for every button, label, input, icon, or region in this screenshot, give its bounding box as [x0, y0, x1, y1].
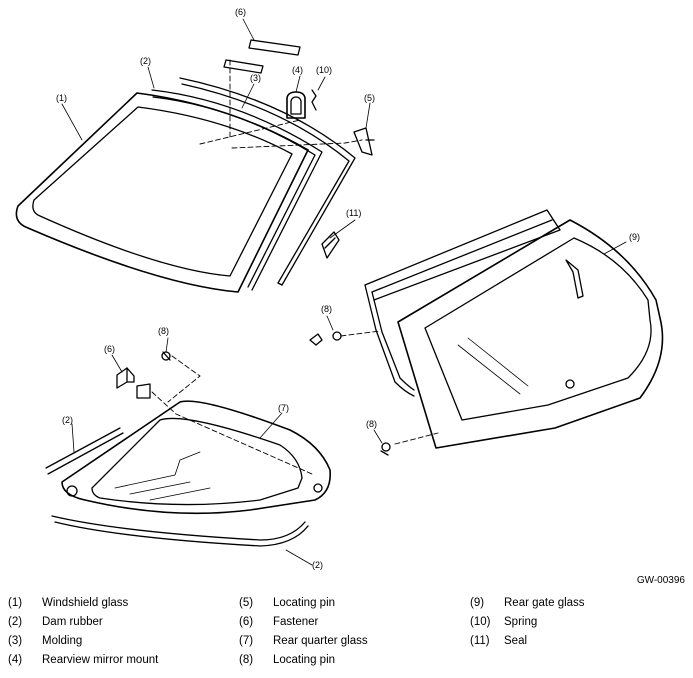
locating-pin-quarter	[161, 351, 171, 361]
legend-num: (5)	[239, 597, 254, 609]
legend-num: (2)	[8, 616, 23, 628]
callout-6-top: (6)	[235, 7, 246, 17]
molding-windshield	[179, 77, 356, 286]
legend-label: Locating pin	[273, 654, 336, 666]
legend-label: Rear quarter glass	[273, 635, 368, 647]
fastener-strips	[223, 39, 301, 74]
dam-rubber-windshield	[151, 89, 323, 291]
parts-diagram: (1) (2) (3) (4) (5) (6) (10) (11) (9) (8…	[15, 7, 664, 570]
rearview-mirror-mount	[286, 91, 306, 119]
legend-label: Spring	[504, 616, 538, 628]
figure-code: GW-00396	[636, 575, 685, 586]
locating-pin-rear-lower	[380, 442, 391, 456]
callout-3: (3)	[250, 73, 261, 83]
legend-item-7: (7) Rear quarter glass	[239, 635, 368, 647]
legend-num: (1)	[8, 597, 23, 609]
callout-9: (9)	[629, 232, 640, 242]
callout-7: (7)	[278, 403, 289, 413]
legend-item-10: (10) Spring	[470, 616, 537, 628]
locating-pin-windshield	[353, 127, 375, 156]
legend-num: (7)	[239, 635, 254, 647]
legend-item-11: (11) Seal	[470, 635, 527, 647]
legend-label: Dam rubber	[42, 616, 103, 628]
callout-2-quarter-lower: (2)	[312, 560, 323, 570]
callout-2-windshield: (2)	[140, 56, 151, 66]
rear-gate-glass	[397, 219, 664, 449]
dam-rubber-quarter-upper	[45, 427, 124, 475]
legend-label: Windshield glass	[42, 597, 129, 609]
callout-8-quarter: (8)	[158, 326, 169, 336]
callout-5: (5)	[364, 93, 375, 103]
legend-num: (8)	[239, 654, 254, 666]
seal	[321, 231, 340, 259]
legend-num: (4)	[8, 654, 23, 666]
parts-legend: (1) Windshield glass (2) Dam rubber (3) Mol…	[0, 597, 693, 677]
legend-item-4: (4) Rearview mirror mount	[8, 654, 158, 666]
callout-4: (4)	[292, 65, 303, 75]
legend-item-2: (2) Dam rubber	[8, 616, 103, 628]
legend-num: (9)	[470, 597, 485, 609]
molding-rear-gate	[364, 209, 561, 397]
legend-item-3: (3) Molding	[8, 635, 82, 647]
legend-item-1: (1) Windshield glass	[8, 597, 128, 609]
legend-num: (10)	[470, 616, 491, 628]
fastener-clips	[116, 367, 151, 399]
legend-num: (6)	[239, 616, 254, 628]
dam-rubber-quarter-lower	[51, 515, 309, 547]
callout-11: (11)	[346, 208, 361, 218]
rear-quarter-glass	[61, 400, 332, 515]
locating-pin-rear-upper	[309, 331, 342, 346]
spring	[311, 89, 317, 111]
windshield-glass	[15, 92, 309, 293]
legend-num: (3)	[8, 635, 23, 647]
callout-1: (1)	[56, 93, 67, 103]
callout-8-rear-lower: (8)	[366, 419, 377, 429]
legend-num: (11)	[470, 635, 490, 647]
callout-8-rear-upper: (8)	[321, 304, 332, 314]
callout-10: (10)	[316, 65, 332, 75]
legend-label: Seal	[504, 635, 528, 647]
legend-item-5: (5) Locating pin	[239, 597, 335, 609]
legend-label: Molding	[42, 635, 83, 647]
legend-label: Fastener	[273, 616, 319, 628]
legend-item-6: (6) Fastener	[239, 616, 318, 628]
legend-label: Rearview mirror mount	[42, 654, 159, 666]
callout-6-quarter: (6)	[104, 344, 115, 354]
legend-label: Locating pin	[273, 597, 336, 609]
callout-2-quarter-upper: (2)	[62, 415, 73, 425]
legend-item-8: (8) Locating pin	[239, 654, 335, 666]
legend-item-9: (9) Rear gate glass	[470, 597, 585, 609]
legend-label: Rear gate glass	[504, 597, 585, 609]
